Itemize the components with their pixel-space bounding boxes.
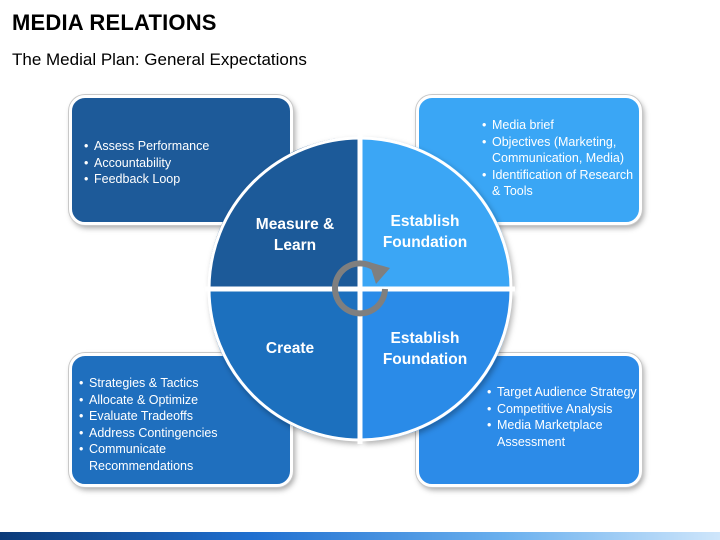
quadrant-label-establish-foundation-top: Establish Foundation xyxy=(382,213,468,251)
footer-gradient-bar xyxy=(0,532,720,540)
quadrant-establish-foundation-bottom xyxy=(362,291,512,441)
bullet-list: Media brief Objectives (Marketing, Commu… xyxy=(482,117,642,200)
card-establish-foundation-top: Media brief Objectives (Marketing, Commu… xyxy=(416,95,642,225)
bullet-list: Target Audience Strategy Competitive Ana… xyxy=(487,384,637,450)
list-item: Competitive Analysis xyxy=(487,401,637,418)
quadrant-establish-foundation-top xyxy=(362,137,512,287)
list-item: Communicate Recommendations xyxy=(79,441,259,474)
bullet-list: Strategies & Tactics Allocate & Optimize… xyxy=(79,375,259,475)
list-item: Strategies & Tactics xyxy=(79,375,259,392)
list-item: Evaluate Tradeoffs xyxy=(79,408,259,425)
quadrant-measure-learn xyxy=(208,137,358,287)
cycle-arrow-icon xyxy=(332,260,390,317)
list-item: Media Marketplace Assessment xyxy=(487,417,637,450)
bullet-list: Assess Performance Accountability Feedba… xyxy=(84,138,254,188)
quadrant-label-create: Create xyxy=(265,340,315,357)
list-item: Media brief xyxy=(482,117,642,134)
list-item: Assess Performance xyxy=(84,138,254,155)
page-subtitle: The Medial Plan: General Expectations xyxy=(12,50,307,69)
list-item: Allocate & Optimize xyxy=(79,392,259,409)
list-item: Objectives (Marketing, Communication, Me… xyxy=(482,134,642,167)
page-title: MEDIA RELATIONS xyxy=(12,10,217,35)
quadrant-label-measure-learn: Measure & Learn xyxy=(255,216,335,254)
list-item: Identification of Research & Tools xyxy=(482,167,642,200)
quadrant-label-establish-foundation-bottom: Establish Foundation xyxy=(382,330,468,368)
card-measure-learn: Assess Performance Accountability Feedba… xyxy=(69,95,293,225)
quadrant-create xyxy=(208,291,358,441)
list-item: Address Contingencies xyxy=(79,425,259,442)
list-item: Feedback Loop xyxy=(84,171,254,188)
list-item: Target Audience Strategy xyxy=(487,384,637,401)
list-item: Accountability xyxy=(84,155,254,172)
